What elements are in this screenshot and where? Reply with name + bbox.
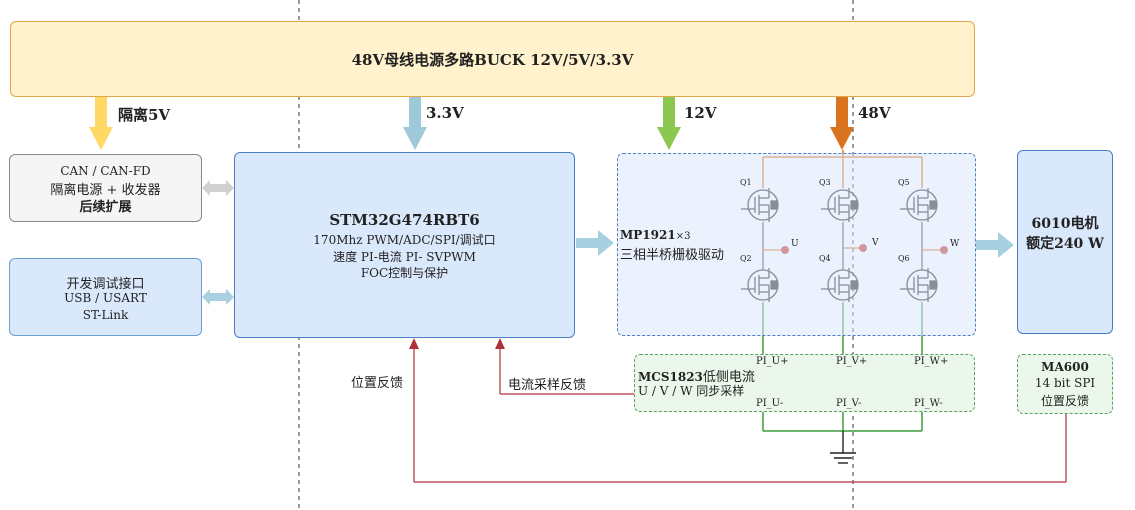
q4-label: Q4 xyxy=(819,254,831,263)
rail-label-3v3: 3.3V xyxy=(426,104,464,122)
pi-v-minus: PI_V- xyxy=(836,398,862,409)
debug-box: 开发调试接口 USB / USART ST-Link xyxy=(9,258,202,336)
encoder-line3: 位置反馈 xyxy=(1040,394,1089,408)
pi-u-minus: PI_U- xyxy=(756,398,784,409)
driver-desc: 三相半桥栅极驱动 xyxy=(620,248,725,263)
can-line2: 隔离电源 + 收发器 xyxy=(50,183,161,198)
arrow-48v xyxy=(830,97,854,150)
can-line3: 后续扩展 xyxy=(79,200,132,215)
encoder-box: MA600 14 bit SPI 位置反馈 xyxy=(1017,354,1113,414)
debug-line1: 开发调试接口 xyxy=(66,277,145,292)
rail-label-12v: 12V xyxy=(684,104,717,122)
pi-u-plus: PI_U+ xyxy=(756,356,789,367)
sense-desc: 低侧电流 xyxy=(702,370,755,385)
driver-part: MP1921 xyxy=(620,228,676,242)
arrow-3v3 xyxy=(403,97,427,150)
debug-line3: ST-Link xyxy=(82,308,129,322)
motor-line2: 额定240 W xyxy=(1026,236,1104,252)
bridge-box xyxy=(617,153,976,336)
mcu-title: STM32G474RBT6 xyxy=(329,211,480,229)
current-sense-box xyxy=(634,354,975,412)
debug-link-arrow xyxy=(202,289,234,305)
pi-w-minus: PI_W- xyxy=(914,398,943,409)
can-link-arrow xyxy=(202,180,234,196)
motor-box: 6010电机 额定240 W xyxy=(1017,150,1113,334)
q5-label: Q5 xyxy=(898,178,910,187)
ground-icon xyxy=(830,431,856,464)
pi-v-plus: PI_V+ xyxy=(836,356,868,367)
sense-part: MCS1823 xyxy=(638,370,703,384)
mcu-to-bridge-arrow xyxy=(576,230,614,256)
current-feedback-line xyxy=(499,347,634,395)
rail-label-5v: 隔离5V xyxy=(118,106,171,124)
mcu-line3: FOC控制与保护 xyxy=(360,266,449,280)
mcu-line2: 速度 PI-电流 PI- SVPWM xyxy=(333,250,476,264)
q3-label: Q3 xyxy=(819,178,831,187)
rail-label-48v: 48V xyxy=(858,104,891,122)
can-box: CAN / CAN-FD 隔离电源 + 收发器 后续扩展 xyxy=(9,154,202,222)
phase-w-label: W xyxy=(950,239,960,249)
q6-label: Q6 xyxy=(898,254,910,263)
pi-w-plus: PI_W+ xyxy=(914,356,949,367)
phase-u-label: U xyxy=(791,239,799,249)
phase-v-label: V xyxy=(872,238,879,248)
sense-line2: U / V / W 同步采样 xyxy=(638,384,745,398)
power-bus-box: 48V母线电源多路BUCK 12V/5V/3.3V xyxy=(10,21,975,97)
sense-title: MCS1823低侧电流 xyxy=(638,366,755,385)
driver-mult: ×3 xyxy=(675,231,691,242)
driver-label: MP1921×3 xyxy=(620,228,690,242)
power-bus-label: 48V母线电源多路BUCK 12V/5V/3.3V xyxy=(351,51,634,69)
position-feedback-line xyxy=(413,347,1067,483)
current-feedback-arrowhead xyxy=(495,338,505,349)
q1-label: Q1 xyxy=(740,178,752,187)
arrow-12v xyxy=(657,97,681,150)
mcu-line1: 170Mhz PWM/ADC/SPI/调试口 xyxy=(313,233,496,247)
q2-label: Q2 xyxy=(740,254,752,263)
arrow-5v xyxy=(89,97,113,150)
position-feedback-arrowhead xyxy=(409,338,419,349)
can-line1: CAN / CAN-FD xyxy=(60,164,151,178)
current-feedback-label: 电流采样反馈 xyxy=(508,378,587,393)
motor-line1: 6010电机 xyxy=(1031,216,1099,232)
mcu-box: STM32G474RBT6 170Mhz PWM/ADC/SPI/调试口 速度 … xyxy=(234,152,575,338)
encoder-line2: 14 bit SPI xyxy=(1034,376,1096,390)
debug-line2: USB / USART xyxy=(64,291,147,305)
encoder-part: MA600 xyxy=(1041,360,1089,374)
position-feedback-label: 位置反馈 xyxy=(351,376,404,391)
bridge-to-motor-arrow xyxy=(976,232,1014,258)
